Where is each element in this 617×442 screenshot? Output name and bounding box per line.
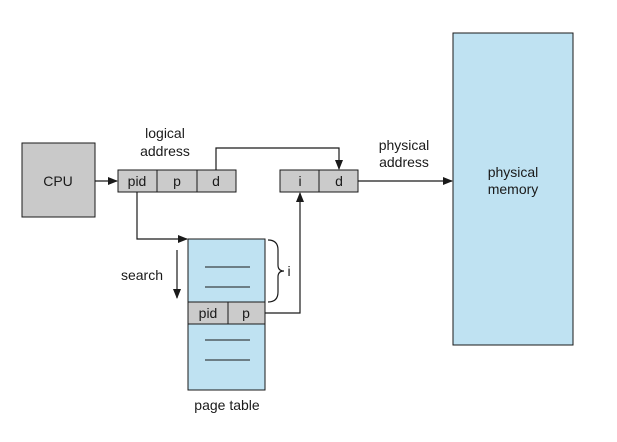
- cpu-label: CPU: [43, 173, 73, 189]
- page-table-label: page table: [194, 397, 260, 413]
- physical-field-i: i: [298, 173, 301, 189]
- cpu-box: CPU: [21, 142, 96, 218]
- logical-field-d: d: [212, 173, 220, 189]
- logical-field-p: p: [173, 173, 181, 189]
- logical-address-label-line1: logical: [145, 125, 185, 141]
- search-label: search: [121, 267, 163, 283]
- entry-to-frame-arrow: [265, 192, 304, 314]
- index-brace: [267, 239, 285, 303]
- page-table-matching-entry: pid p: [187, 301, 266, 325]
- offset-arrow: [215, 147, 343, 170]
- pid-to-page-table-arrow: [136, 192, 188, 243]
- logical-address-label-line2: address: [140, 143, 190, 159]
- index-label: i: [287, 263, 290, 279]
- entry-field-p: p: [242, 305, 250, 321]
- physical-memory-box: physical memory: [452, 32, 574, 346]
- physical-address-label-line1: physical: [379, 137, 430, 153]
- physical-address-label-line2: address: [379, 154, 429, 170]
- physical-field-d: d: [335, 173, 343, 189]
- logical-field-pid: pid: [128, 173, 147, 189]
- physical-address-register: i d: [279, 169, 359, 193]
- physical-memory-label-line2: memory: [488, 181, 539, 197]
- page-table: pid p: [187, 238, 266, 391]
- logical-address-register: pid p d: [117, 169, 237, 193]
- entry-field-pid: pid: [199, 305, 218, 321]
- physical-memory-label-line1: physical: [488, 164, 539, 180]
